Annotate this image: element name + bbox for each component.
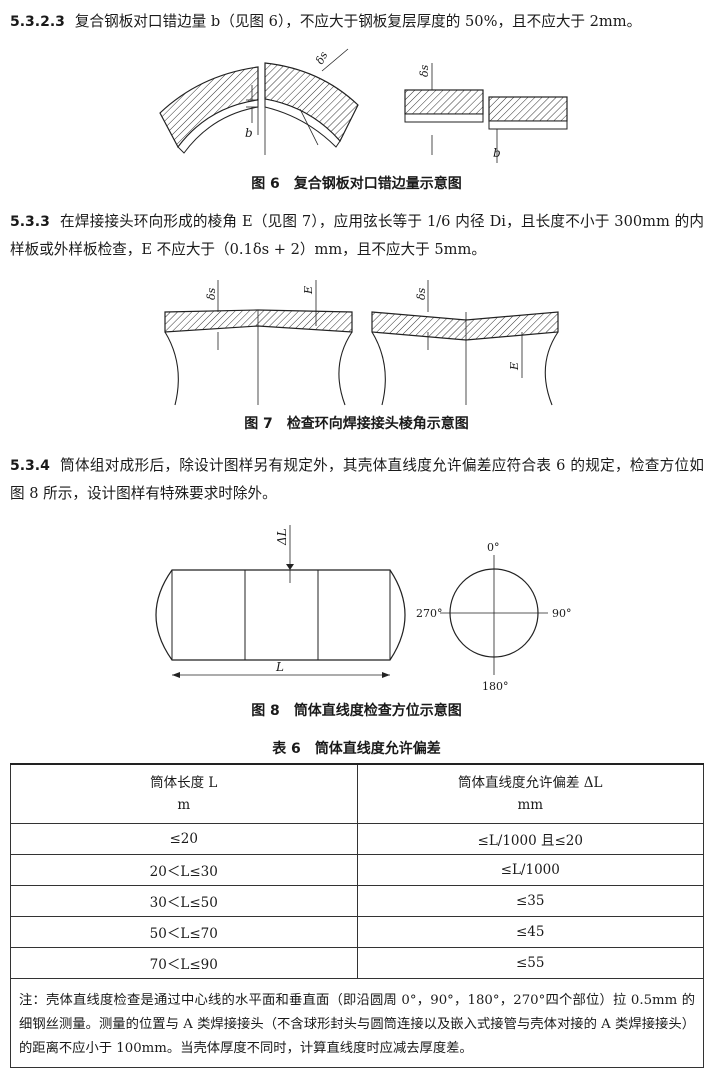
figure-6-caption: 图 6 复合钢板对口错边量示意图 bbox=[0, 173, 713, 193]
figure-7-title: 检查环向焊接接头棱角示意图 bbox=[286, 416, 469, 432]
header-length-label: 筒体长度 L bbox=[150, 775, 218, 791]
fig7-label-delta-right: δs bbox=[415, 287, 428, 300]
table-6-number: 表 6 bbox=[272, 741, 301, 757]
fig6-label-delta-left: δs bbox=[313, 49, 330, 66]
cell-length: ≤20 bbox=[10, 823, 358, 855]
cell-length: 20＜L≤30 bbox=[10, 854, 358, 886]
cell-length: 50＜L≤70 bbox=[10, 916, 358, 948]
table-header-deviation: 筒体直线度允许偏差 ΔL mm bbox=[356, 763, 704, 824]
clause-number: 5.3.4 bbox=[10, 458, 50, 474]
figure-6-title: 复合钢板对口错边量示意图 bbox=[293, 176, 462, 192]
fig8-orientation-circle: 0° 90° 180° 270° bbox=[416, 541, 572, 693]
fig8-label-0: 0° bbox=[487, 541, 500, 554]
table-row: 30＜L≤50 ≤35 bbox=[10, 885, 704, 917]
table-6-title: 表 6 筒体直线度允许偏差 bbox=[0, 738, 713, 758]
table-6-name: 筒体直线度允许偏差 bbox=[314, 741, 441, 757]
figure-7-number: 图 7 bbox=[244, 416, 273, 432]
fig7-label-E-right: E bbox=[508, 362, 521, 371]
table-row: ≤20 ≤L/1000 且≤20 bbox=[10, 823, 704, 855]
fig6-label-b-left: b bbox=[245, 126, 253, 140]
figure-8-diagram: ΔL L 0° 90° 180° 270° bbox=[155, 525, 572, 693]
table-note: 注：壳体直线度检查是通过中心线的水平面和垂直面（即沿圆周 0°，90°，180°… bbox=[10, 978, 704, 1068]
cell-length: 70＜L≤90 bbox=[10, 947, 358, 979]
fig6-flat-plate: δs b bbox=[404, 63, 568, 163]
fig8-label-L: L bbox=[275, 660, 284, 674]
header-length-unit: m bbox=[177, 797, 191, 813]
fig7-right-joint: δs E bbox=[371, 280, 559, 406]
clause-text: 在焊接接头环向形成的棱角 E（见图 7），应用弦长等于 1/6 内径 Di，且长… bbox=[10, 213, 704, 258]
clause-text: 复合钢板对口错边量 b（见图 6），不应大于钢板复层厚度的 50%，且不应大于 … bbox=[74, 13, 642, 30]
figure-8-title: 筒体直线度检查方位示意图 bbox=[293, 703, 462, 719]
clause-5-3-2-3: 5.3.2.3 复合钢板对口错边量 b（见图 6），不应大于钢板复层厚度的 50%… bbox=[10, 8, 704, 36]
fig6-label-b-right: b bbox=[493, 146, 501, 160]
fig7-label-E-left: E bbox=[302, 286, 315, 295]
clause-text: 筒体组对成形后，除设计图样另有规定外，其壳体直线度允许偏差应符合表 6 的规定，… bbox=[10, 457, 704, 502]
table-header-length: 筒体长度 L m bbox=[10, 763, 358, 824]
fig6-label-delta-right: δs bbox=[418, 64, 431, 77]
clause-number: 5.3.3 bbox=[10, 214, 50, 230]
fig8-cylinder: ΔL L bbox=[155, 525, 406, 678]
table-6: 筒体长度 L m 筒体直线度允许偏差 ΔL mm ≤20 ≤L/1000 且≤2… bbox=[10, 763, 704, 1068]
header-deviation-unit: mm bbox=[517, 797, 544, 813]
cell-deviation: ≤55 bbox=[356, 947, 704, 979]
figure-7-diagram: δs E δs E bbox=[164, 280, 559, 406]
table-row: 20＜L≤30 ≤L/1000 bbox=[10, 854, 704, 886]
cell-length: 30＜L≤50 bbox=[10, 885, 358, 917]
fig8-label-180: 180° bbox=[482, 680, 509, 693]
fig7-left-joint: δs E bbox=[164, 280, 353, 406]
fig8-label-90: 90° bbox=[552, 607, 572, 620]
table-row: 70＜L≤90 ≤55 bbox=[10, 947, 704, 979]
table-header-row: 筒体长度 L m 筒体直线度允许偏差 ΔL mm bbox=[10, 763, 704, 824]
cell-deviation: ≤35 bbox=[356, 885, 704, 917]
figure-8-number: 图 8 bbox=[251, 703, 280, 719]
cell-deviation: ≤L/1000 且≤20 bbox=[356, 823, 704, 855]
fig7-label-delta-left: δs bbox=[205, 287, 218, 300]
fig8-label-delta-L: ΔL bbox=[275, 528, 289, 546]
table-row: 50＜L≤70 ≤45 bbox=[10, 916, 704, 948]
figure-6-number: 图 6 bbox=[251, 176, 280, 192]
figure-6-diagram: b δs δs b bbox=[159, 48, 568, 163]
figure-8-caption: 图 8 筒体直线度检查方位示意图 bbox=[0, 700, 713, 720]
figure-7-caption: 图 7 检查环向焊接接头棱角示意图 bbox=[0, 413, 713, 433]
fig6-curved-plate: b δs bbox=[159, 48, 359, 155]
fig8-label-270: 270° bbox=[416, 607, 443, 620]
header-deviation-label: 筒体直线度允许偏差 ΔL bbox=[457, 775, 603, 791]
table-note-row: 注：壳体直线度检查是通过中心线的水平面和垂直面（即沿圆周 0°，90°，180°… bbox=[10, 978, 704, 1068]
cell-deviation: ≤L/1000 bbox=[356, 854, 704, 886]
cell-deviation: ≤45 bbox=[356, 916, 704, 948]
clause-number: 5.3.2.3 bbox=[10, 14, 65, 30]
